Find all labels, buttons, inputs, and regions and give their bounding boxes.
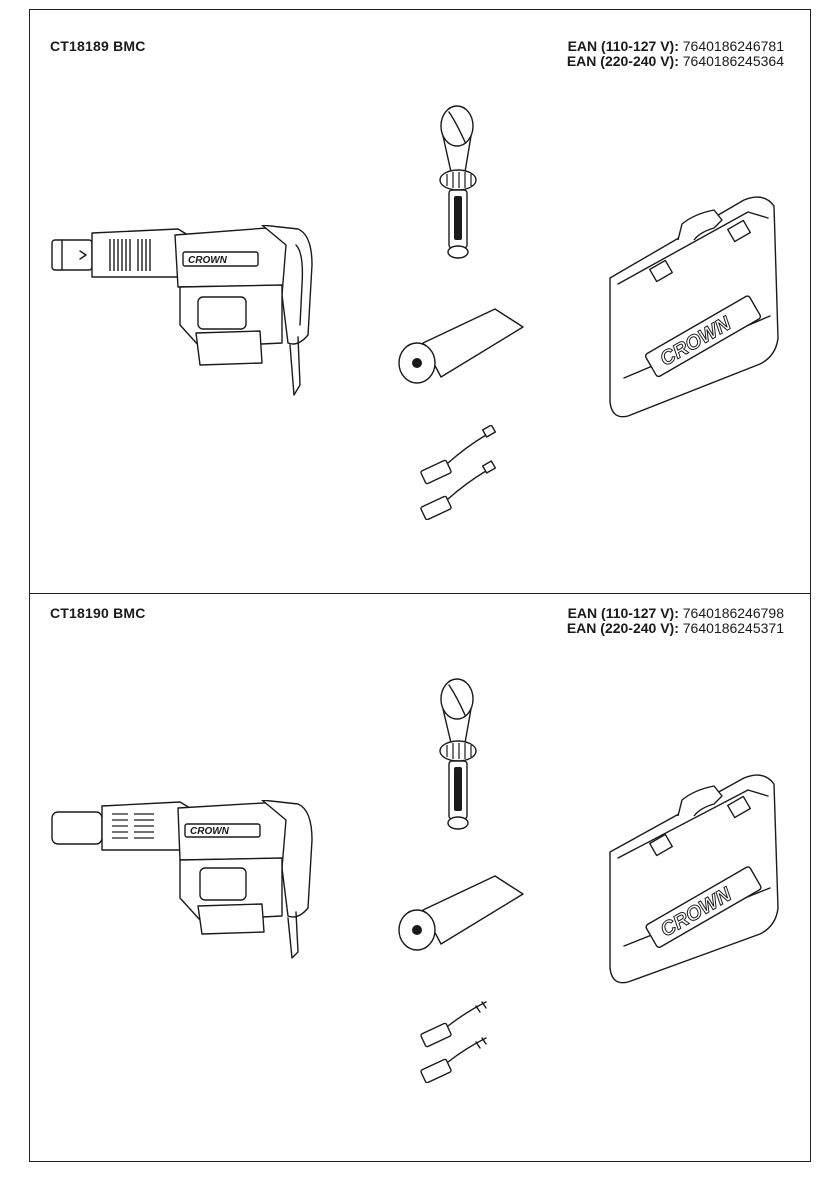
- brand-logo-text-2: CROWN: [190, 826, 230, 837]
- page-frame: [29, 9, 811, 1162]
- carrying-case-illustration-1: CROWN: [604, 188, 784, 423]
- grease-tube-illustration-2: [395, 872, 535, 952]
- ean-line-1b: EAN (220-240 V): 7640186245364: [567, 54, 784, 69]
- side-handle-illustration-1: [435, 102, 490, 267]
- ean-line-1a: EAN (110-127 V): 7640186246781: [567, 39, 784, 54]
- brand-logo-text: CROWN: [188, 255, 228, 266]
- ean-line-2a: EAN (110-127 V): 7640186246798: [567, 606, 784, 621]
- grease-tube-illustration-1: [395, 305, 535, 385]
- ean-line-2b: EAN (220-240 V): 7640186245371: [567, 621, 784, 636]
- demolition-hammer-illustration-1: CROWN: [50, 225, 315, 400]
- ean-block-2: EAN (110-127 V): 7640186246798 EAN (220-…: [567, 606, 784, 636]
- model-number-2: CT18190 BMC: [50, 605, 146, 621]
- carrying-case-illustration-2: CROWN: [604, 768, 784, 988]
- carbon-brushes-illustration-1: [418, 425, 508, 520]
- model-number-1: CT18189 BMC: [50, 38, 146, 54]
- demolition-hammer-illustration-2: CROWN: [50, 800, 315, 960]
- ean-block-1: EAN (110-127 V): 7640186246781 EAN (220-…: [567, 39, 784, 69]
- carbon-brushes-illustration-2: [418, 998, 508, 1083]
- section-divider: [29, 593, 811, 594]
- side-handle-illustration-2: [435, 675, 490, 835]
